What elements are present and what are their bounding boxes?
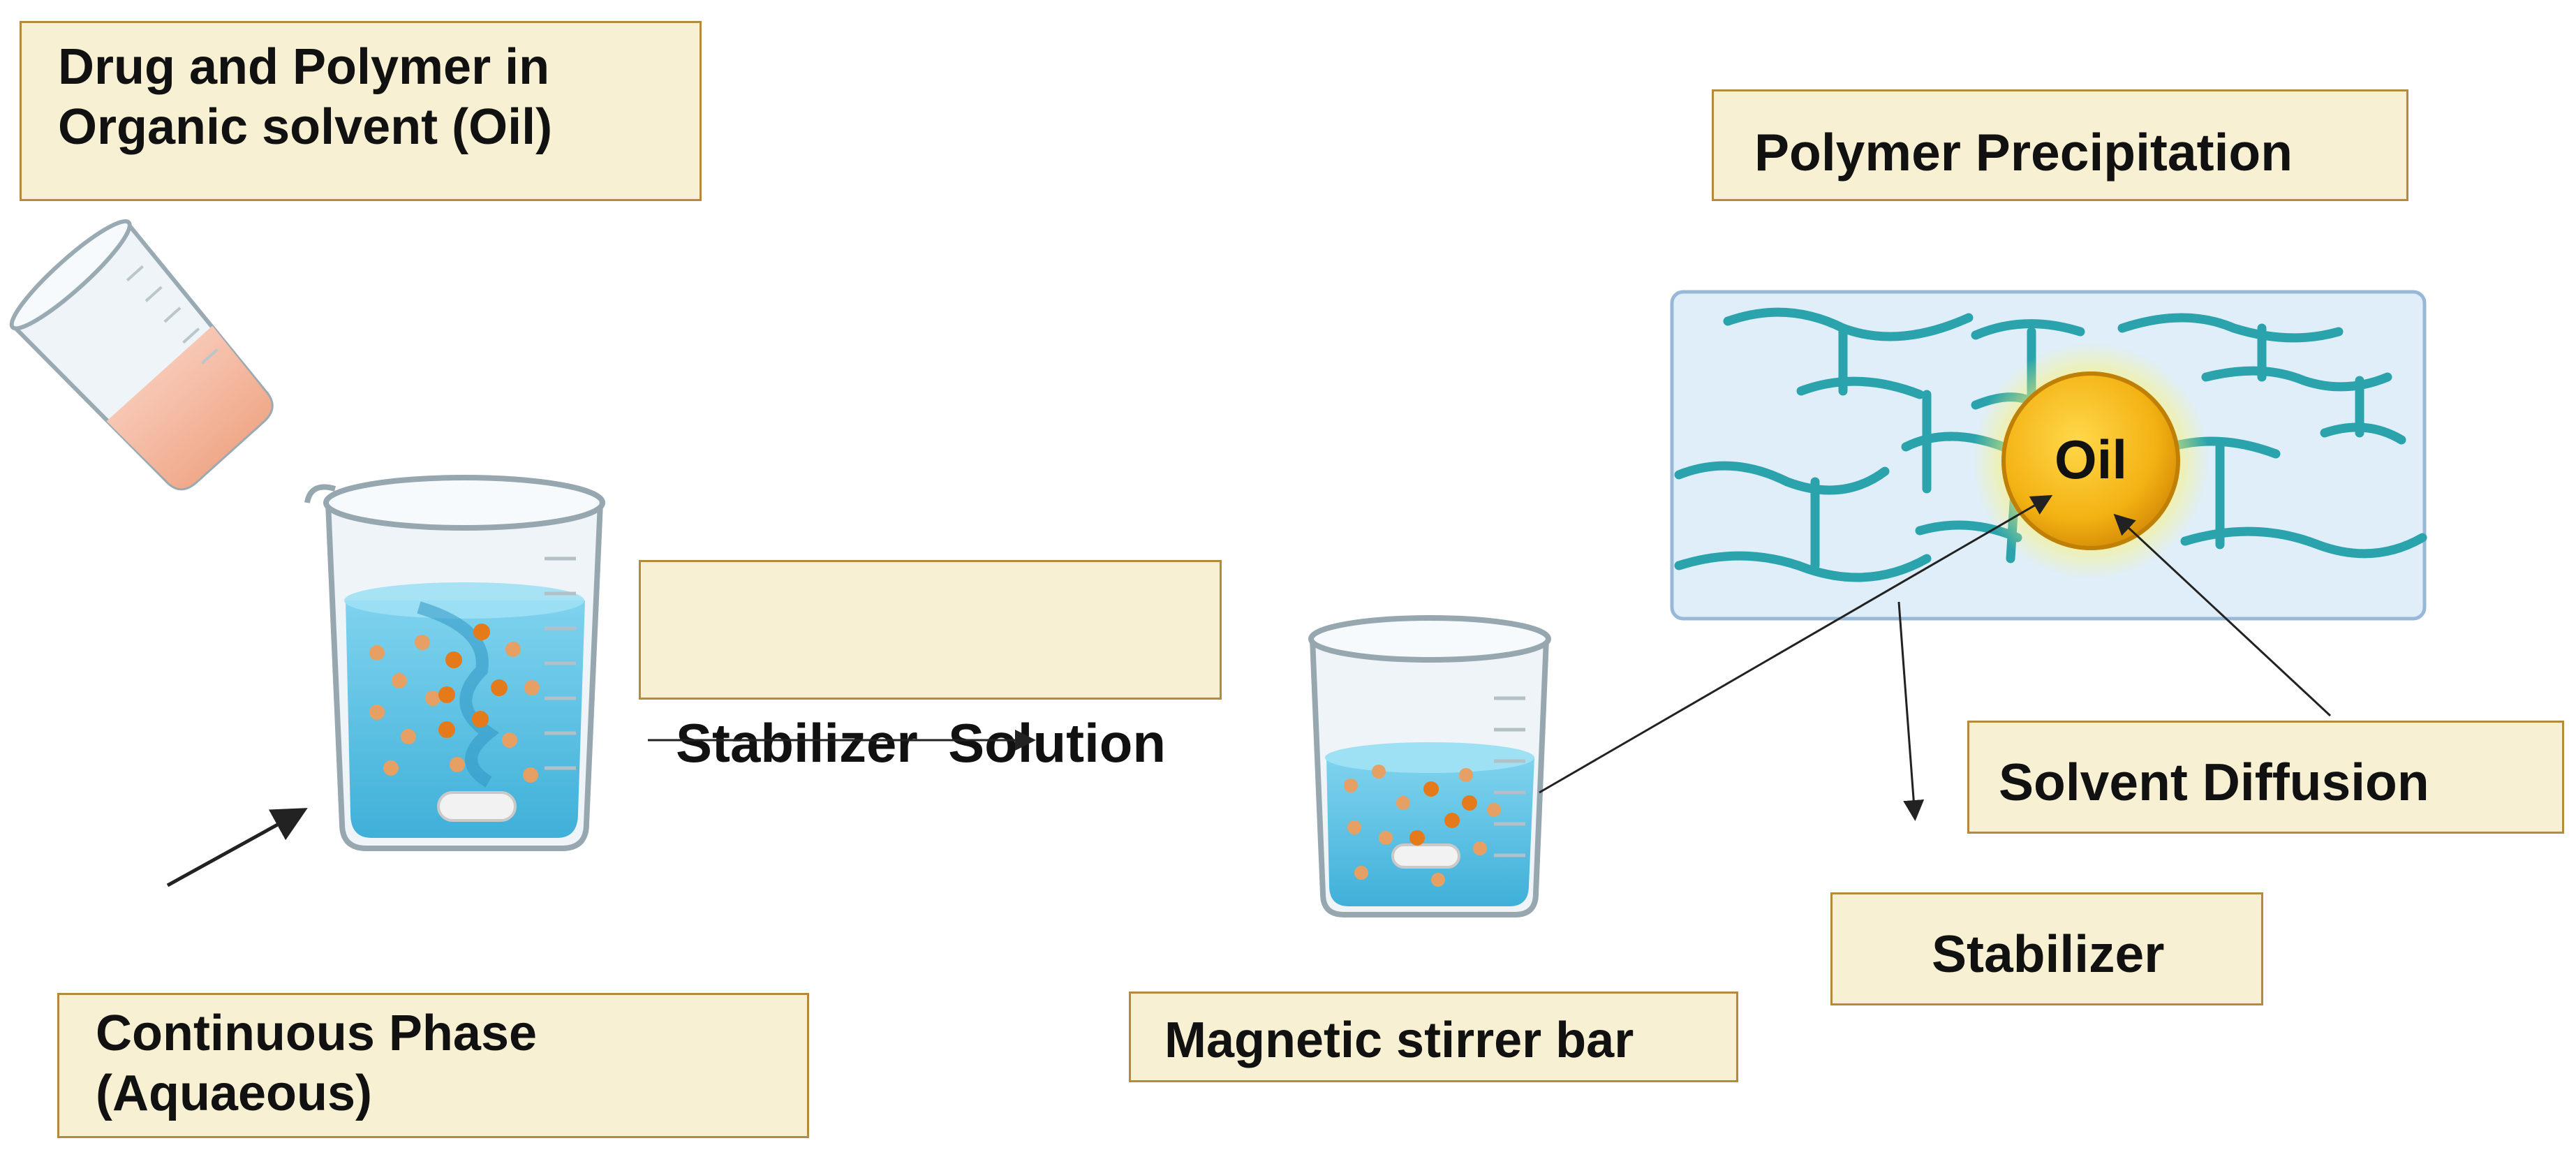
label-stabilizer-solution: Stabilizer Solution [639, 560, 1222, 774]
label-magnetic-stirrer-bar: Magnetic stirrer bar [1129, 991, 1738, 1082]
label-drug-polymer: Drug and Polymer in Organic solvent (Oil… [20, 21, 702, 201]
small-beaker [1308, 615, 1551, 917]
label-stabilizer-text: Stabilizer [1932, 924, 2165, 983]
label-solvent-diffusion: Solvent Diffusion [1967, 721, 2564, 834]
arrow-continuous-phase [166, 808, 308, 887]
label-drug-polymer-line1: Drug and Polymer in [58, 39, 550, 95]
arrows [166, 494, 2332, 887]
arrow-solvent-diffusion [2113, 513, 2332, 717]
label-polymer-precipitation-text: Polymer Precipitation [1754, 123, 2293, 182]
label-polymer-precipitation: Polymer Precipitation [1712, 89, 2408, 201]
arrow-to-oil [1539, 494, 2053, 794]
polymer-network-panel: Oil [1670, 290, 2427, 621]
label-magnetic-stirrer-bar-text: Magnetic stirrer bar [1164, 1012, 1634, 1068]
label-stabilizer: Stabilizer [1830, 892, 2263, 1005]
pouring-beaker [9, 219, 274, 491]
large-beaker [304, 475, 605, 851]
label-continuous-phase: Continuous Phase (Aquaeous) [57, 993, 809, 1138]
arrow-stabilizer [1897, 601, 1925, 821]
label-continuous-phase-line2: (Aquaeous) [96, 1066, 372, 1122]
label-drug-polymer-line2: Organic solvent (Oil) [58, 99, 553, 156]
label-solvent-diffusion-text: Solvent Diffusion [1999, 753, 2429, 811]
label-stabilizer-solution-text: Stabilizer Solution [676, 712, 1167, 774]
label-continuous-phase-line1: Continuous Phase [96, 1005, 538, 1061]
oil-droplet-label: Oil [2055, 429, 2127, 490]
